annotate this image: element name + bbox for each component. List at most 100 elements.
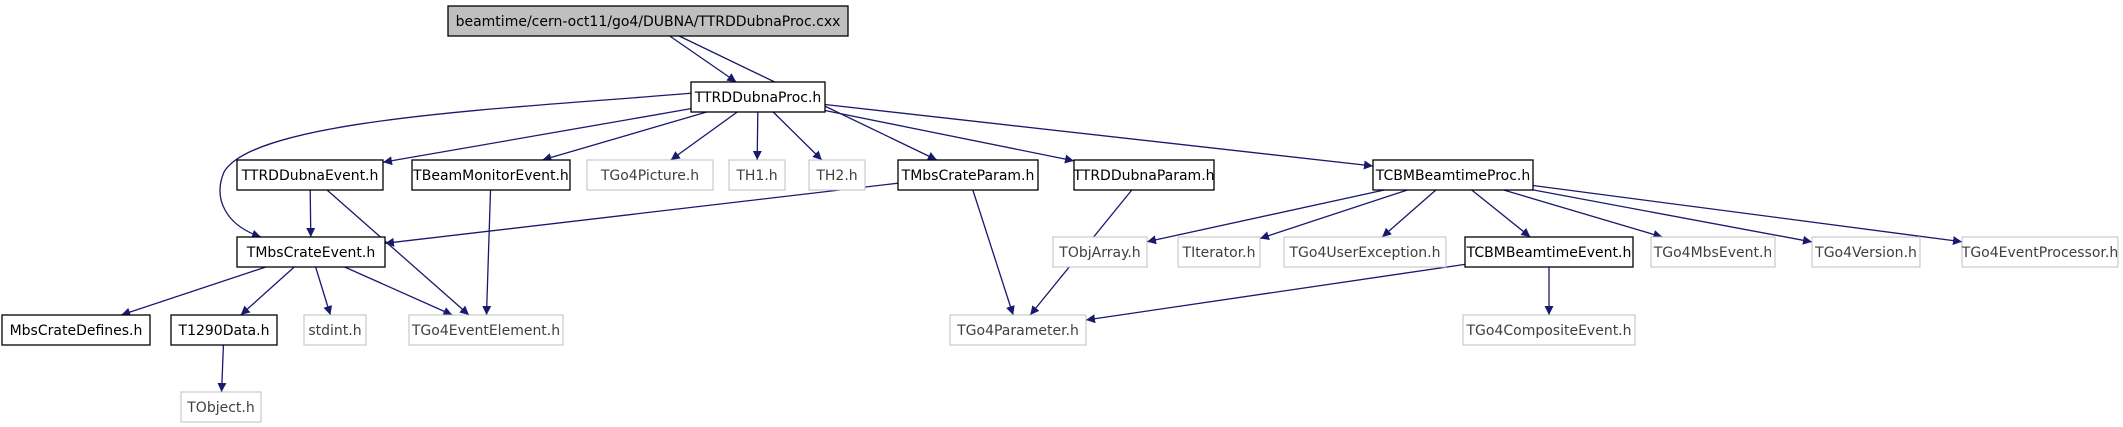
- edge-cbm_event-to-go4_parameter: [1085, 263, 1466, 324]
- node-label: TGo4EventProcessor.h: [1961, 245, 2118, 261]
- node-th1[interactable]: TH1.h: [728, 159, 786, 191]
- node-label: TTRDDubnaParam.h: [1072, 168, 1214, 184]
- edge-mbs_crate_event-to-mbs_crate_defines: [120, 266, 267, 317]
- node-label: MbsCrateDefines.h: [10, 323, 143, 339]
- node-label: TTRDDubnaEvent.h: [241, 168, 379, 184]
- node-label: TMbsCrateParam.h: [901, 168, 1035, 184]
- node-label: TGo4Version.h: [1814, 245, 1917, 261]
- node-box: [180, 391, 262, 423]
- node-objarray[interactable]: TObjArray.h: [1052, 236, 1148, 268]
- node-box: [411, 159, 571, 191]
- edge-mbs_crate_event-to-stdint: [314, 266, 333, 316]
- node-label: TMbsCrateEvent.h: [246, 245, 375, 261]
- node-box: [1073, 159, 1215, 191]
- node-tobject[interactable]: TObject.h: [180, 391, 262, 423]
- node-label: stdint.h: [308, 323, 361, 339]
- edge-proc_h-to-go4_picture: [670, 111, 738, 161]
- node-box: [728, 159, 786, 191]
- edge-cbm_proc-to-cbm_event: [1471, 189, 1531, 238]
- node-th2[interactable]: TH2.h: [808, 159, 866, 191]
- node-mbs_crate_event[interactable]: TMbsCrateEvent.h: [236, 236, 386, 268]
- node-box: [236, 236, 386, 268]
- node-label: TIterator.h: [1182, 245, 1256, 261]
- node-box: [1462, 314, 1636, 346]
- node-box: [1177, 236, 1261, 268]
- node-box: [1464, 236, 1634, 268]
- edge-cbm_proc-to-user_exception: [1381, 189, 1437, 238]
- node-label: TH2.h: [815, 168, 857, 184]
- node-label: TH1.h: [735, 168, 777, 184]
- edge-cbm_proc-to-titerator: [1259, 189, 1408, 240]
- node-stdint[interactable]: stdint.h: [303, 314, 367, 346]
- node-label: TGo4Parameter.h: [956, 323, 1079, 339]
- edge-cbm_proc-to-go4_mbs_event: [1503, 189, 1663, 239]
- edge-dubna_event-to-mbs_crate_event: [306, 189, 316, 238]
- node-box: [586, 159, 714, 191]
- node-label: TBeamMonitorEvent.h: [412, 168, 569, 184]
- node-go4_mbs_event[interactable]: TGo4MbsEvent.h: [1650, 236, 1776, 268]
- edge-proc_h-to-dubna_event: [382, 108, 692, 166]
- node-box: [1, 314, 151, 346]
- node-box: [447, 5, 849, 37]
- edge-cbm_proc-to-go4_event_processor: [1532, 184, 1963, 246]
- node-dubna_param[interactable]: TTRDDubnaParam.h: [1072, 159, 1215, 191]
- node-go4_picture[interactable]: TGo4Picture.h: [586, 159, 714, 191]
- node-box: [808, 159, 866, 191]
- node-go4_event_processor[interactable]: TGo4EventProcessor.h: [1961, 236, 2119, 268]
- edge-proc_h-to-dubna_param: [824, 109, 1075, 164]
- node-box: [690, 81, 826, 113]
- edge-cbm_proc-to-objarray: [1146, 189, 1385, 245]
- node-label: TGo4MbsEvent.h: [1653, 245, 1773, 261]
- node-label: TGo4EventElement.h: [411, 323, 560, 339]
- edge-mbs_crate_param-to-go4_parameter: [972, 189, 1015, 316]
- node-box: [1650, 236, 1776, 268]
- edge-proc_h-to-th1: [752, 111, 762, 161]
- node-box: [303, 314, 367, 346]
- node-label: TGo4Picture.h: [600, 168, 699, 184]
- edge-t1290-to-tobject: [217, 344, 227, 393]
- edge-proc_h-to-mbs_crate_event: [219, 92, 694, 239]
- node-label: beamtime/cern-oct11/go4/DUBNA/TTRDDubnaP…: [456, 14, 841, 30]
- node-box: [1811, 236, 1921, 268]
- node-box: [170, 314, 278, 346]
- node-mbs_crate_defines[interactable]: MbsCrateDefines.h: [1, 314, 151, 346]
- node-label: TObjArray.h: [1058, 245, 1140, 261]
- edge-proc_h-to-th2: [772, 111, 823, 161]
- edge-mbs_crate_param-to-mbs_crate_event: [384, 182, 899, 247]
- node-label: TObject.h: [186, 400, 254, 416]
- node-go4_version[interactable]: TGo4Version.h: [1811, 236, 1921, 268]
- node-beam_monitor[interactable]: TBeamMonitorEvent.h: [411, 159, 571, 191]
- edges: [120, 35, 1963, 393]
- node-label: TTRDDubnaProc.h: [694, 90, 822, 106]
- node-t1290[interactable]: T1290Data.h: [170, 314, 278, 346]
- node-user_exception[interactable]: TGo4UserException.h: [1283, 236, 1447, 268]
- node-go4_event_element[interactable]: TGo4EventElement.h: [408, 314, 564, 346]
- node-cbm_event[interactable]: TCBMBeamtimeEvent.h: [1464, 236, 1634, 268]
- nodes: beamtime/cern-oct11/go4/DUBNA/TTRDDubnaP…: [1, 5, 2119, 423]
- node-titerator[interactable]: TIterator.h: [1177, 236, 1261, 268]
- node-cbm_proc[interactable]: TCBMBeamtimeProc.h: [1372, 159, 1534, 191]
- node-go4_parameter[interactable]: TGo4Parameter.h: [949, 314, 1087, 346]
- node-box: [1372, 159, 1534, 191]
- node-root[interactable]: beamtime/cern-oct11/go4/DUBNA/TTRDDubnaP…: [447, 5, 849, 37]
- node-box: [949, 314, 1087, 346]
- node-go4_composite[interactable]: TGo4CompositeEvent.h: [1462, 314, 1636, 346]
- edge-dubna_event-to-go4_event_element: [326, 189, 470, 316]
- edge-root-to-proc_h: [669, 35, 737, 83]
- node-box: [236, 159, 384, 191]
- node-box: [897, 159, 1039, 191]
- node-box: [1283, 236, 1447, 268]
- edge-proc_h-to-beam_monitor: [542, 111, 707, 162]
- node-box: [408, 314, 564, 346]
- node-box: [1052, 236, 1148, 268]
- node-proc_h[interactable]: TTRDDubnaProc.h: [690, 81, 826, 113]
- edge-cbm_proc-to-go4_version: [1532, 189, 1813, 245]
- node-dubna_event[interactable]: TTRDDubnaEvent.h: [236, 159, 384, 191]
- node-mbs_crate_param[interactable]: TMbsCrateParam.h: [897, 159, 1039, 191]
- node-box: [1961, 236, 2119, 268]
- edge-mbs_crate_event-to-go4_event_element: [344, 266, 453, 316]
- node-label: TGo4CompositeEvent.h: [1465, 323, 1631, 339]
- edge-beam_monitor-to-go4_event_element: [482, 189, 492, 316]
- node-label: TCBMBeamtimeProc.h: [1375, 168, 1531, 184]
